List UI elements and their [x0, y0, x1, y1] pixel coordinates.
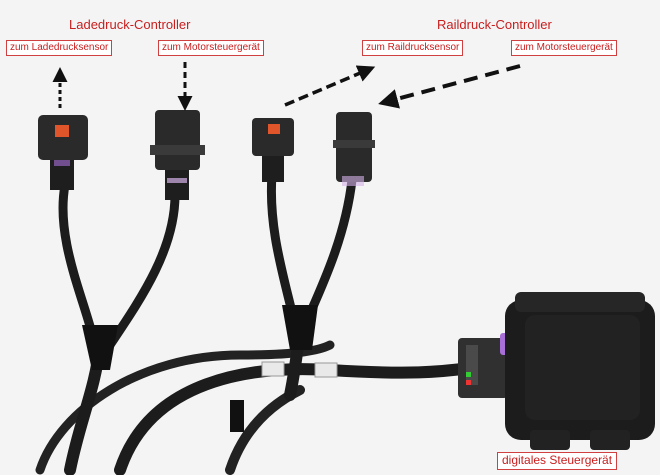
connector-raildruck-motor	[333, 112, 375, 186]
cable-rail-right	[300, 175, 357, 330]
splice-lade	[82, 325, 118, 370]
label-ladedruck-controller: Ladedruck-Controller	[69, 17, 191, 32]
label-raildruck-controller: Raildruck-Controller	[437, 17, 552, 32]
connector-raildruck-sensor	[252, 118, 294, 182]
label-zum-raildrucksensor: zum Raildrucksensor	[362, 40, 464, 56]
connector-ladedruck-motor	[150, 110, 205, 200]
splice-rail	[282, 305, 318, 350]
arrow-raildruck-sensor	[284, 65, 376, 107]
main-cable	[114, 362, 476, 475]
arrow-raildruck-motor	[378, 64, 521, 109]
cable-loop	[35, 340, 335, 475]
label-zum-ladedrucksensor: zum Ladedrucksensor	[6, 40, 113, 56]
connector-ladedruck-sensor	[38, 115, 88, 190]
label-rail-zum-motorsteuergeraet: zum Motorsteuergerät	[511, 40, 617, 56]
cable-rail-left	[266, 170, 300, 330]
label-lade-zum-motorsteuergeraet: zum Motorsteuergerät	[158, 40, 264, 56]
cable-lade-right	[105, 190, 180, 350]
cable-lade-left	[58, 180, 100, 350]
ecu-box	[458, 292, 655, 450]
label-digitales-steuergeraet: digitales Steuergerät	[497, 452, 618, 470]
